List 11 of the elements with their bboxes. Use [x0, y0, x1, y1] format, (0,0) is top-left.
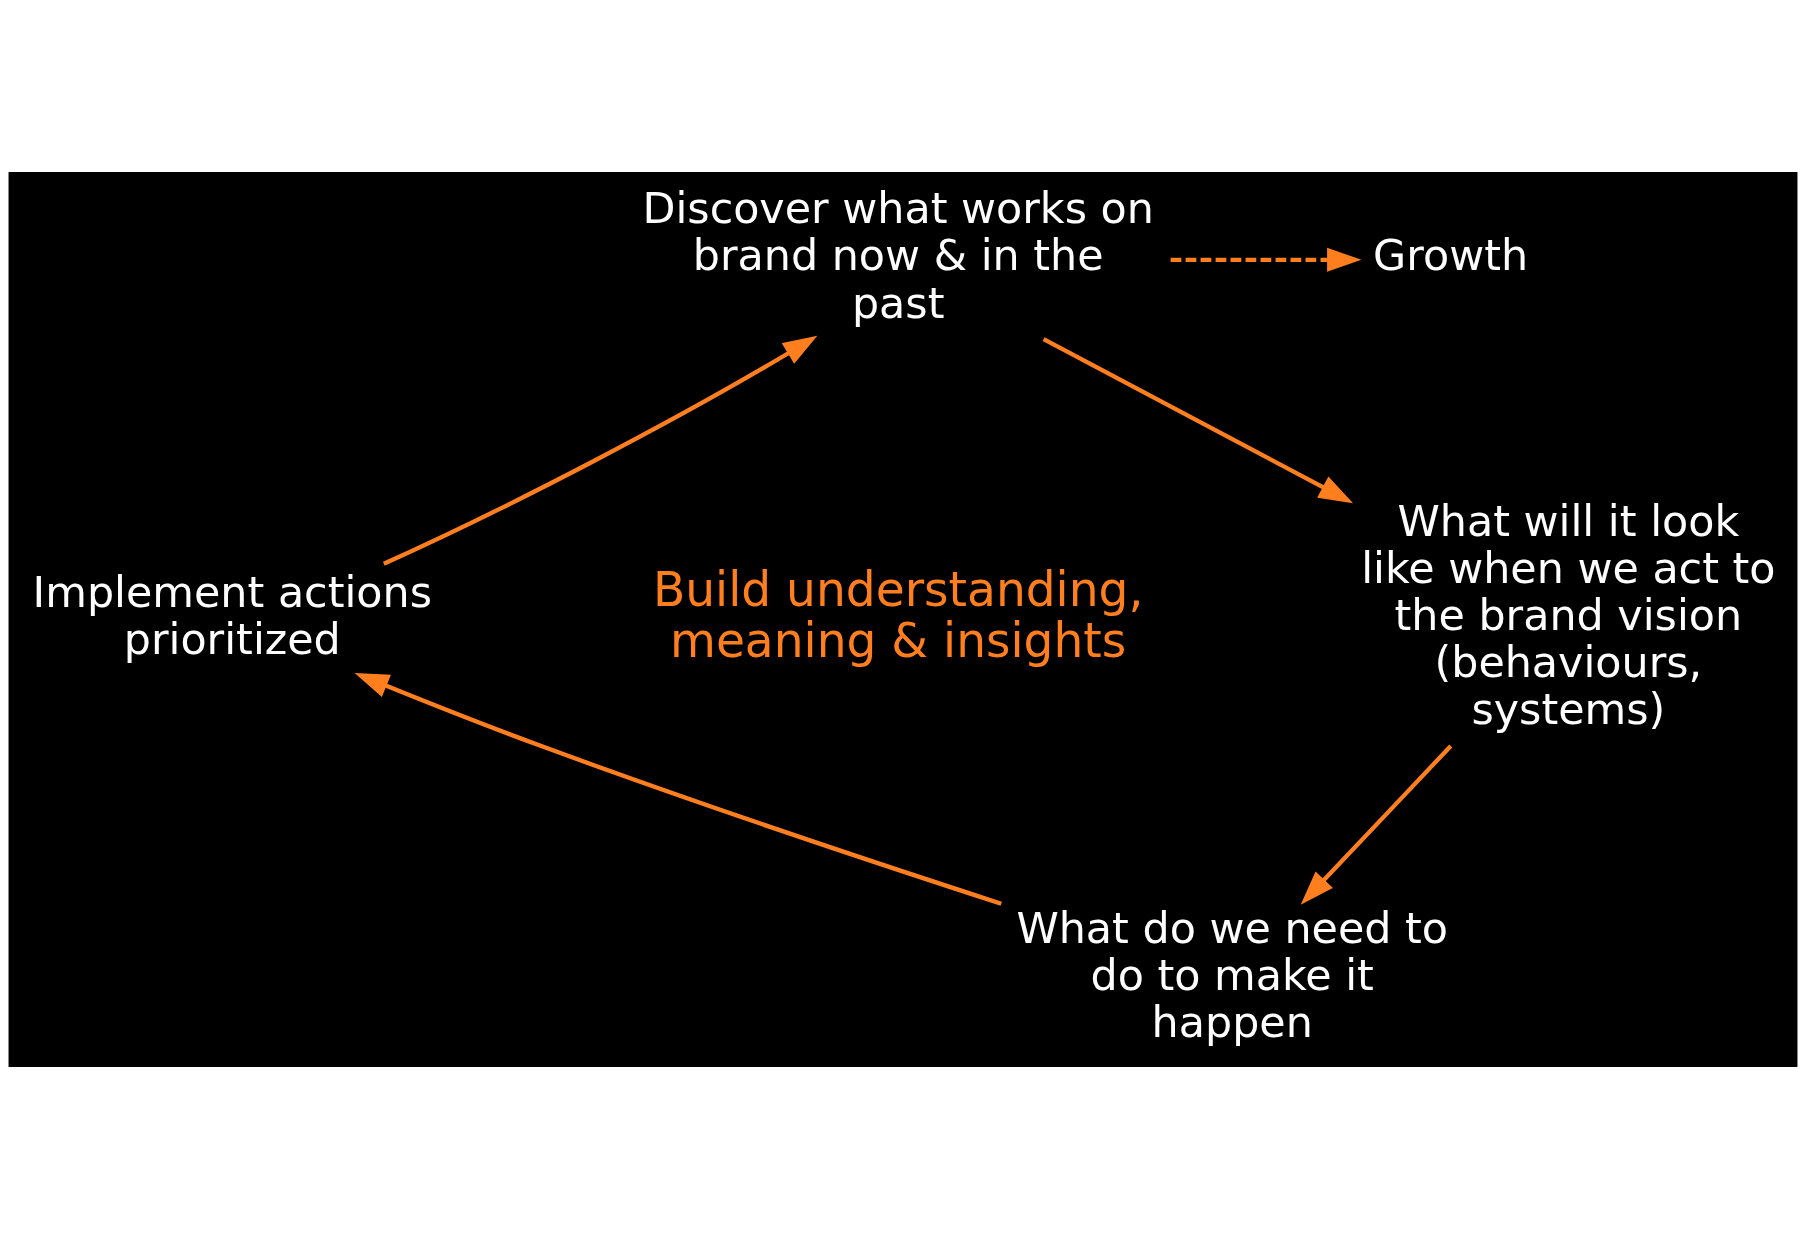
arrow	[1300, 744, 1453, 905]
node-text: What do we need to do to make it happen	[1016, 902, 1449, 1048]
arrow	[1042, 337, 1354, 504]
node-text: Growth	[1373, 230, 1529, 281]
node-text: What will it look like when we act to the brand vision (behaviours, systems)	[1361, 496, 1776, 735]
node-text: Implement actions prioritized	[32, 566, 432, 664]
arrow	[382, 335, 818, 566]
arrow	[354, 672, 1002, 906]
label: Build understanding, meaning & insights	[652, 561, 1144, 669]
arrow	[1170, 247, 1362, 272]
node-text: Discover what works on brand now & in the past	[642, 183, 1154, 328]
